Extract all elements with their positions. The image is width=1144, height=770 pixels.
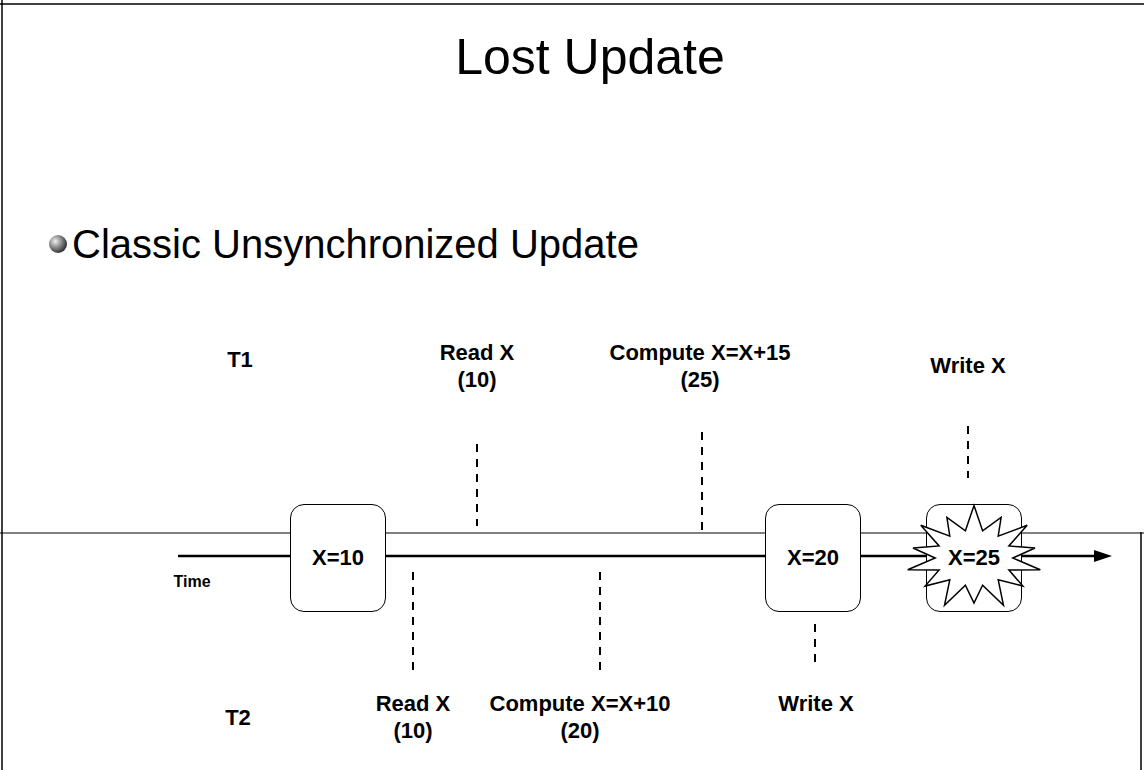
subtitle-bullet: Classic Unsynchronized Update (72, 220, 639, 269)
transaction-name: T2 (225, 704, 251, 731)
time-arrowhead (1094, 550, 1112, 562)
state-box: X=20 (765, 504, 861, 612)
event-label: Compute X=X+15 (25) (598, 339, 803, 393)
event-label: Read X (10) (363, 690, 463, 744)
frame-line (1140, 532, 1142, 770)
axis-label: Time (173, 572, 210, 592)
event-label: Write X (930, 352, 1005, 379)
state-box: X=10 (290, 504, 386, 612)
state-value: X=10 (310, 545, 366, 571)
state-box: X=25 (926, 504, 1022, 612)
transaction-name: T1 (227, 346, 253, 373)
state-value: X=25 (946, 545, 1002, 571)
state-value: X=20 (785, 545, 841, 571)
bullet (49, 235, 67, 253)
event-ticks (413, 426, 968, 670)
event-label: Compute X=X+10 (20) (478, 690, 683, 744)
title: Lost Update (455, 28, 725, 86)
event-label: Read X (10) (427, 339, 527, 393)
event-label: Write X (778, 690, 853, 717)
frame-line (1, 0, 3, 770)
frame-line (0, 3, 1144, 5)
